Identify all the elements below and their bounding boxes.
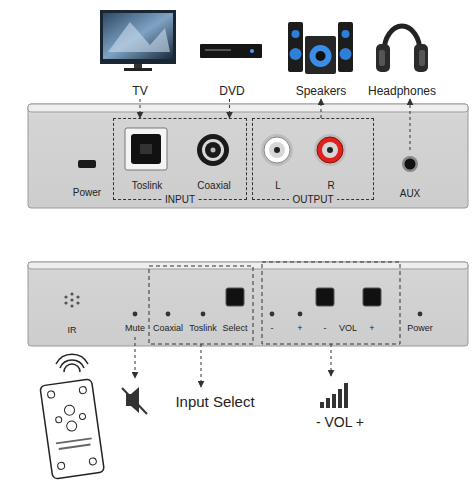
control-label: + <box>369 323 374 334</box>
dvd-icon <box>200 44 262 58</box>
control-label: + <box>297 323 302 334</box>
group-title: INPUT <box>162 194 198 206</box>
node-text: Coaxial <box>197 180 230 192</box>
led-indicators <box>133 312 423 317</box>
node-text: Headphones <box>368 84 436 98</box>
control-label: Select <box>222 323 247 334</box>
device-label: TV <box>120 83 160 99</box>
feature-caption: - VOL + <box>316 414 364 431</box>
node-text: Power <box>73 187 101 199</box>
select-bracket <box>149 266 253 344</box>
control-label: VOL <box>339 323 357 334</box>
signal-connector <box>410 99 411 150</box>
headphones-icon <box>376 26 428 72</box>
rca-left <box>261 134 293 166</box>
port-label: Power <box>62 186 112 200</box>
remote-control <box>40 354 105 479</box>
device-label: Headphones <box>362 83 442 99</box>
mute-icon <box>122 387 147 414</box>
node-text: Speakers <box>296 84 347 98</box>
node-text: AUX <box>400 188 421 200</box>
port-group-box: OUTPUTLR <box>252 118 374 200</box>
aux-jack <box>402 156 418 172</box>
rca-right <box>314 134 346 166</box>
signal-connector <box>229 99 230 118</box>
usb-port <box>78 160 96 168</box>
leader-arrow <box>331 344 332 376</box>
port-label: Coaxial <box>186 179 242 193</box>
node-text: Toslink <box>132 180 163 192</box>
control-label: Coaxial <box>153 323 183 334</box>
node-text: R <box>327 180 334 192</box>
port-label: AUX <box>392 150 428 200</box>
port-label: R <box>309 179 353 193</box>
control-label: - <box>324 323 327 334</box>
node-text: DVD <box>219 84 244 98</box>
toslink-port <box>125 128 167 170</box>
push-buttons <box>226 288 381 306</box>
port-label: Toslink <box>118 179 176 193</box>
node-text: L <box>275 180 281 192</box>
group-title: OUTPUT <box>289 194 336 206</box>
volume-bracket <box>262 262 400 344</box>
feature-caption: Input Select <box>175 393 254 411</box>
back-panel <box>28 104 468 208</box>
ir-sensor <box>64 292 79 307</box>
volume-bars-icon <box>320 383 348 408</box>
signal-connector <box>321 99 322 118</box>
node-text: TV <box>132 84 147 98</box>
control-label: Toslink <box>189 323 217 334</box>
device-label: DVD <box>212 83 252 99</box>
control-label: Mute <box>125 323 145 334</box>
tv-icon <box>100 10 176 71</box>
port-label: L <box>256 179 300 193</box>
device-label: Speakers <box>290 83 352 99</box>
control-label: IR <box>68 325 77 336</box>
front-panel <box>28 262 468 346</box>
speakers-icon <box>288 22 353 74</box>
control-label: - <box>271 323 274 334</box>
coaxial-port <box>197 134 229 166</box>
leader-arrow <box>201 344 202 387</box>
port-group-box: INPUTToslinkCoaxial <box>113 118 247 200</box>
signal-connector <box>140 99 141 118</box>
leader-arrow <box>135 337 136 378</box>
control-label: Power <box>407 323 433 334</box>
